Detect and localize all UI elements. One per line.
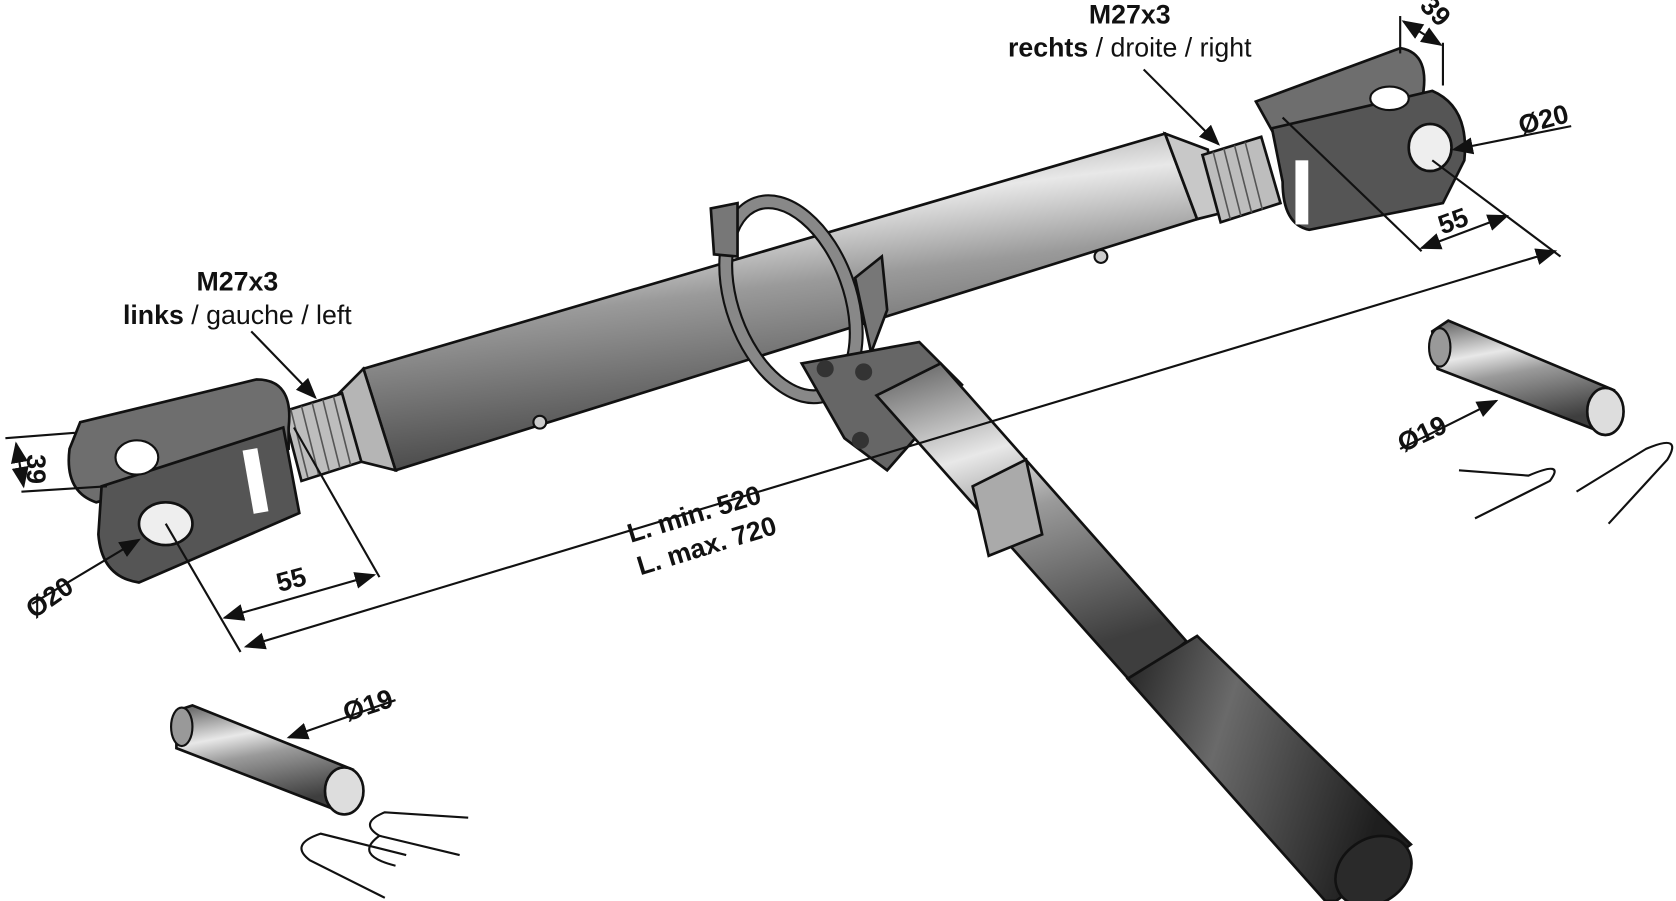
grease-nipple-icon <box>532 414 548 430</box>
right-direction-label: rechts / droite / right <box>1008 33 1252 63</box>
left-direction-label: links / gauche / left <box>123 300 352 330</box>
handle <box>874 361 1189 686</box>
left-pin-diameter-label: Ø19 <box>339 683 396 727</box>
left-width-label: 39 <box>21 454 51 484</box>
right-r-clips <box>1458 441 1674 525</box>
handle-grip <box>1125 634 1413 901</box>
right-clevis <box>1253 46 1467 232</box>
left-bore-label: Ø20 <box>20 571 79 625</box>
right-pin <box>1427 319 1625 437</box>
outer-tube <box>329 131 1221 473</box>
right-depth-label: 55 <box>1434 202 1472 240</box>
grease-nipple-icon <box>1093 249 1109 264</box>
left-clevis <box>67 378 301 584</box>
right-bore-label: Ø20 <box>1515 99 1572 141</box>
right-thread-label: M27x3 <box>1089 0 1171 30</box>
right-pin-diameter-label: Ø19 <box>1393 410 1451 459</box>
left-pin <box>169 703 365 816</box>
left-thread-label: M27x3 <box>196 267 278 297</box>
right-width-label: 39 <box>1414 0 1456 32</box>
right-threaded-rod <box>1200 135 1283 225</box>
dimension-lines <box>5 16 1572 740</box>
left-depth-label: 55 <box>273 561 310 598</box>
left-r-clips <box>300 811 469 899</box>
